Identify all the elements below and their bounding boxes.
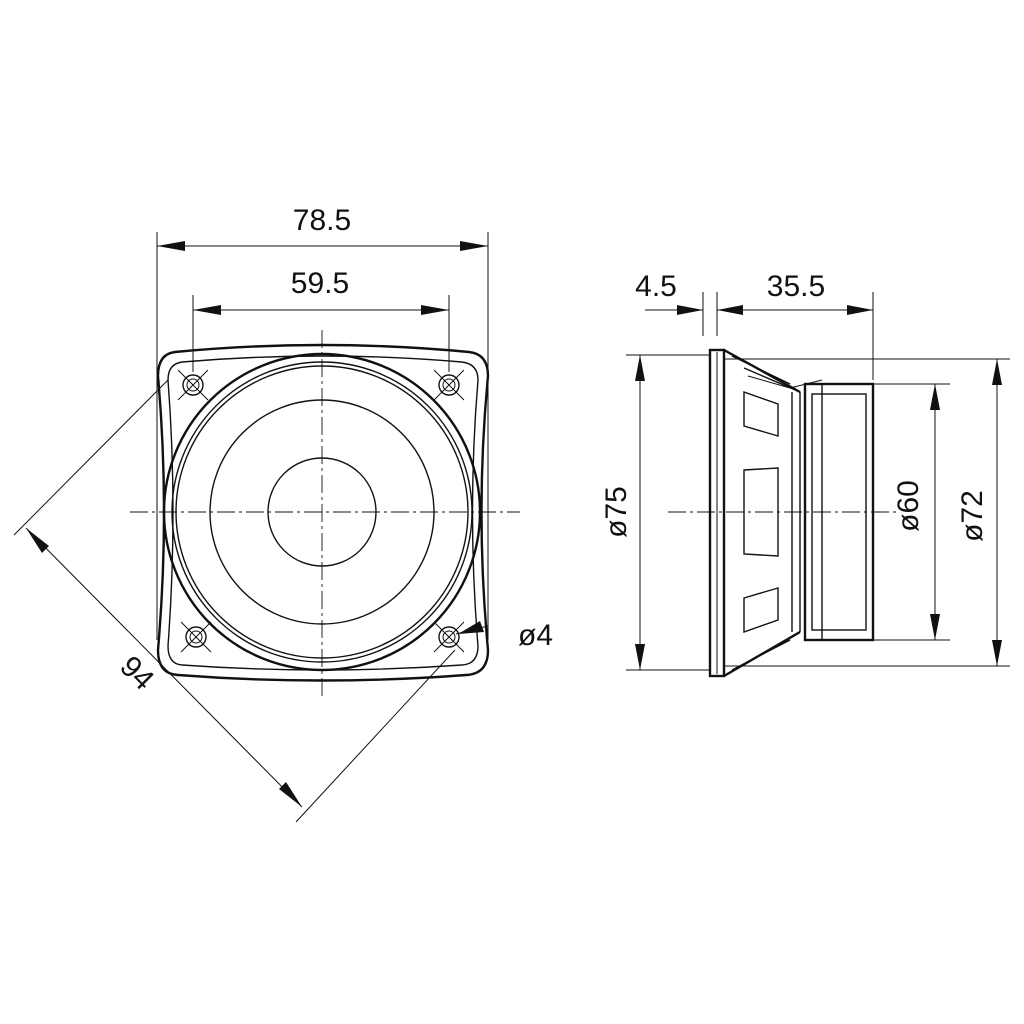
dim-basket-diameter bbox=[724, 358, 1010, 667]
dim-flange-thickness-label: 4.5 bbox=[635, 270, 677, 303]
dim-overall-width bbox=[156, 232, 489, 640]
outer-ring bbox=[162, 352, 482, 672]
basket bbox=[723, 348, 823, 678]
surround-outer bbox=[171, 361, 473, 663]
mounting-hole-top-right bbox=[438, 374, 460, 396]
basket-window-middle bbox=[743, 467, 779, 557]
cone-edge bbox=[209, 399, 435, 625]
frame-inner-outline bbox=[167, 355, 479, 671]
dim-overall-width-label: 78.5 bbox=[293, 204, 351, 237]
flange bbox=[708, 348, 726, 678]
dim-hole-diameter bbox=[455, 621, 489, 635]
mounting-hole-bottom-right bbox=[438, 626, 460, 648]
hole-centerlines bbox=[177, 369, 465, 653]
dim-depth bbox=[717, 292, 874, 380]
side-view: 4.5 35.5 ø75 ø60 bbox=[600, 270, 1010, 678]
mounting-hole-top-left bbox=[182, 374, 204, 396]
magnet bbox=[803, 382, 875, 642]
dim-hole-spacing-label: 59.5 bbox=[291, 267, 349, 300]
dim-hole-spacing bbox=[192, 295, 450, 372]
front-view: 78.5 59.5 94 ø4 bbox=[13, 204, 553, 823]
dim-magnet-diameter bbox=[873, 383, 950, 641]
surround-mid bbox=[175, 365, 469, 659]
dim-cutout-diameter-label: ø75 bbox=[600, 486, 633, 538]
dim-depth-label: 35.5 bbox=[767, 270, 825, 303]
dim-cutout-diameter bbox=[626, 354, 710, 671]
dim-basket-diameter-label: ø72 bbox=[956, 490, 989, 542]
basket-window-bottom bbox=[743, 587, 779, 633]
dim-magnet-diameter-label: ø60 bbox=[892, 480, 925, 532]
mounting-hole-bottom-left bbox=[185, 626, 207, 648]
dim-hole-diameter-label: ø4 bbox=[518, 619, 553, 652]
basket-window-top bbox=[743, 391, 779, 437]
dust-cap bbox=[267, 457, 377, 567]
dim-diagonal bbox=[13, 379, 456, 823]
